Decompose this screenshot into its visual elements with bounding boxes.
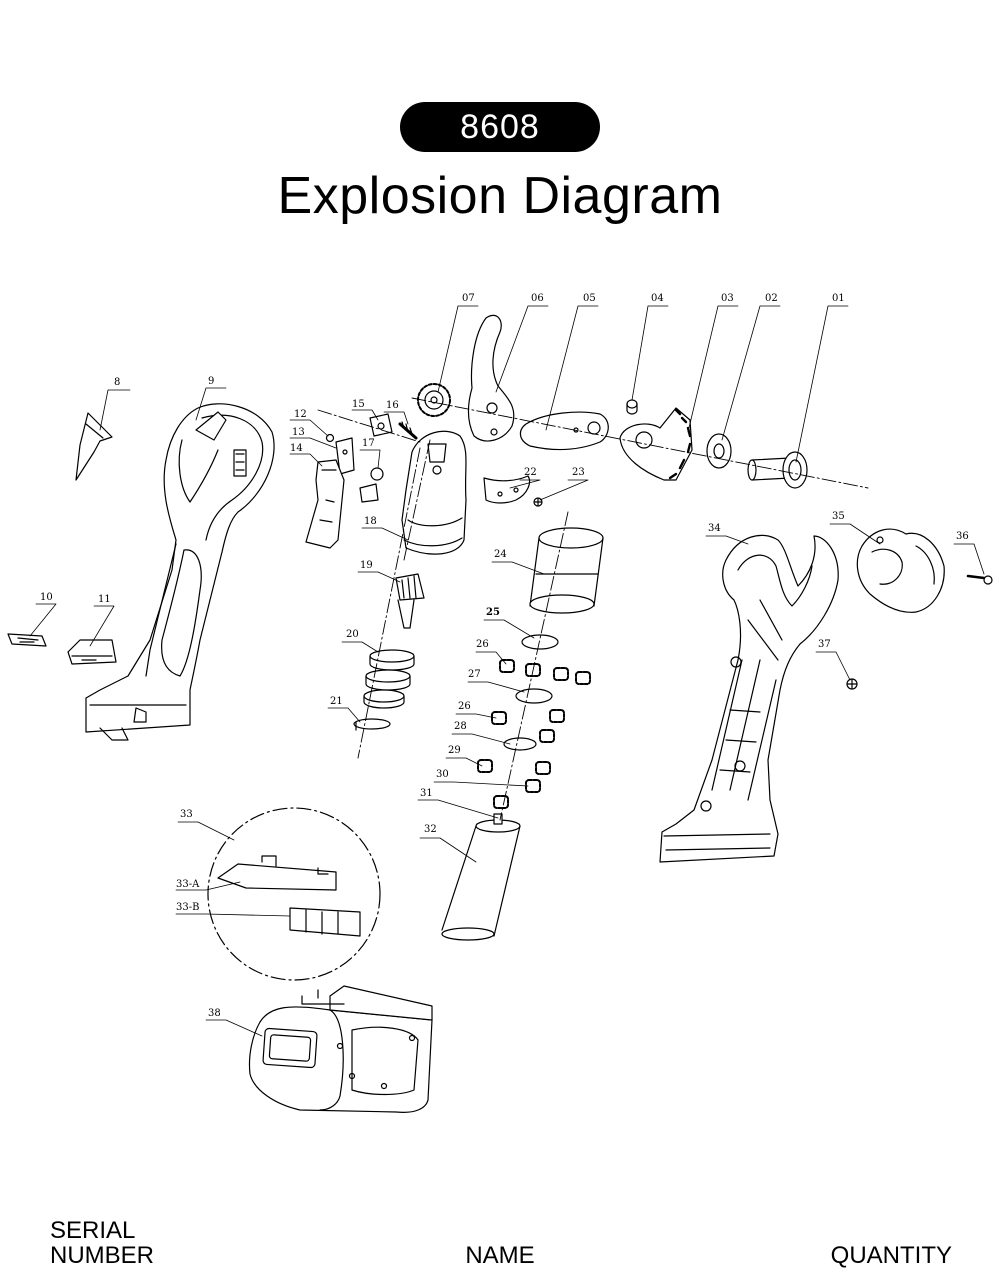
part-07-gear [417, 383, 451, 417]
part-37-screw [846, 678, 858, 690]
label-07: 07 [462, 293, 475, 304]
planetary-gear-stack [477, 634, 591, 809]
label-30: 30 [436, 769, 449, 780]
part-06-jaw [467, 314, 515, 442]
label-36: 36 [956, 531, 969, 542]
part-10-clip [7, 633, 47, 647]
part-33-detail [207, 807, 381, 981]
label-25: 25 [486, 607, 500, 618]
label-24: 24 [494, 549, 507, 560]
serial-line-1: SERIAL [50, 1217, 136, 1244]
center-lines [317, 397, 869, 821]
part-23-screw [533, 497, 543, 507]
label-26-mid: 26 [458, 701, 471, 712]
part-24-ring-housing [529, 527, 604, 614]
label-01: 01 [832, 293, 845, 304]
page-title: Explosion Diagram [277, 167, 723, 225]
label-9: 9 [208, 376, 214, 387]
label-11: 11 [98, 594, 111, 605]
label-04: 04 [651, 293, 664, 304]
part-38-battery [248, 985, 433, 1113]
part-32-motor [441, 813, 521, 941]
label-05: 05 [583, 293, 596, 304]
part-19-pinion [395, 573, 425, 629]
label-35: 35 [832, 511, 845, 522]
part-13-bracket [335, 437, 355, 475]
part-35-cover [856, 528, 945, 613]
part-15-bushing [369, 413, 393, 437]
serial-line-2: NUMBER [50, 1242, 155, 1269]
part-01-shaft [747, 451, 808, 489]
label-26-top: 26 [476, 639, 489, 650]
model-badge: 8608 [400, 102, 600, 152]
part-20-bearings [363, 649, 415, 709]
label-17: 17 [362, 438, 375, 449]
part-34-right-handle [659, 534, 839, 863]
part-18-head-housing [401, 430, 467, 555]
label-12: 12 [294, 409, 307, 420]
part-04-pin [626, 399, 638, 415]
part-21-retaining-ring [353, 718, 391, 731]
leader-lines [29, 305, 985, 1037]
part-9-left-handle [85, 403, 275, 741]
part-02-washer [706, 433, 732, 469]
label-27: 27 [468, 669, 481, 680]
label-18: 18 [364, 516, 377, 527]
label-14: 14 [290, 443, 303, 454]
label-02: 02 [765, 293, 778, 304]
column-header-serial-number: SERIAL NUMBER [50, 1218, 250, 1268]
part-16-spring [398, 421, 418, 440]
part-11-trigger-cover [67, 639, 117, 665]
part-05-cam-plate [519, 411, 609, 451]
label-15: 15 [352, 399, 365, 410]
label-38: 38 [208, 1008, 221, 1019]
column-header-quantity: QUANTITY [830, 1242, 952, 1269]
model-number: 8608 [460, 107, 540, 146]
label-10: 10 [40, 592, 53, 603]
label-16: 16 [386, 400, 399, 411]
label-8: 8 [114, 377, 120, 388]
part-17-stop [359, 467, 384, 503]
label-33a: 33-A [176, 879, 200, 890]
label-34: 34 [708, 523, 721, 534]
label-03: 03 [721, 293, 734, 304]
part-8-blade [75, 412, 113, 481]
part-03-gear-sector [619, 407, 693, 481]
part-22-guard [483, 475, 531, 504]
label-28: 28 [454, 721, 467, 732]
part-labels: 07 06 05 04 03 02 01 8 9 10 11 12 13 14 … [40, 293, 969, 1019]
label-32: 32 [424, 824, 437, 835]
label-33b: 33-B [176, 902, 199, 913]
label-33: 33 [180, 809, 193, 820]
label-23: 23 [572, 467, 585, 478]
label-31: 31 [420, 788, 433, 799]
part-36-screw [966, 574, 993, 585]
column-header-name: NAME [465, 1242, 535, 1269]
label-21: 21 [330, 696, 343, 707]
label-06: 06 [531, 293, 544, 304]
label-22: 22 [524, 467, 537, 478]
label-13: 13 [292, 427, 305, 438]
part-14-trigger [305, 459, 345, 549]
label-37: 37 [818, 639, 831, 650]
label-29: 29 [448, 745, 461, 756]
label-19: 19 [360, 560, 373, 571]
label-20: 20 [346, 629, 359, 640]
